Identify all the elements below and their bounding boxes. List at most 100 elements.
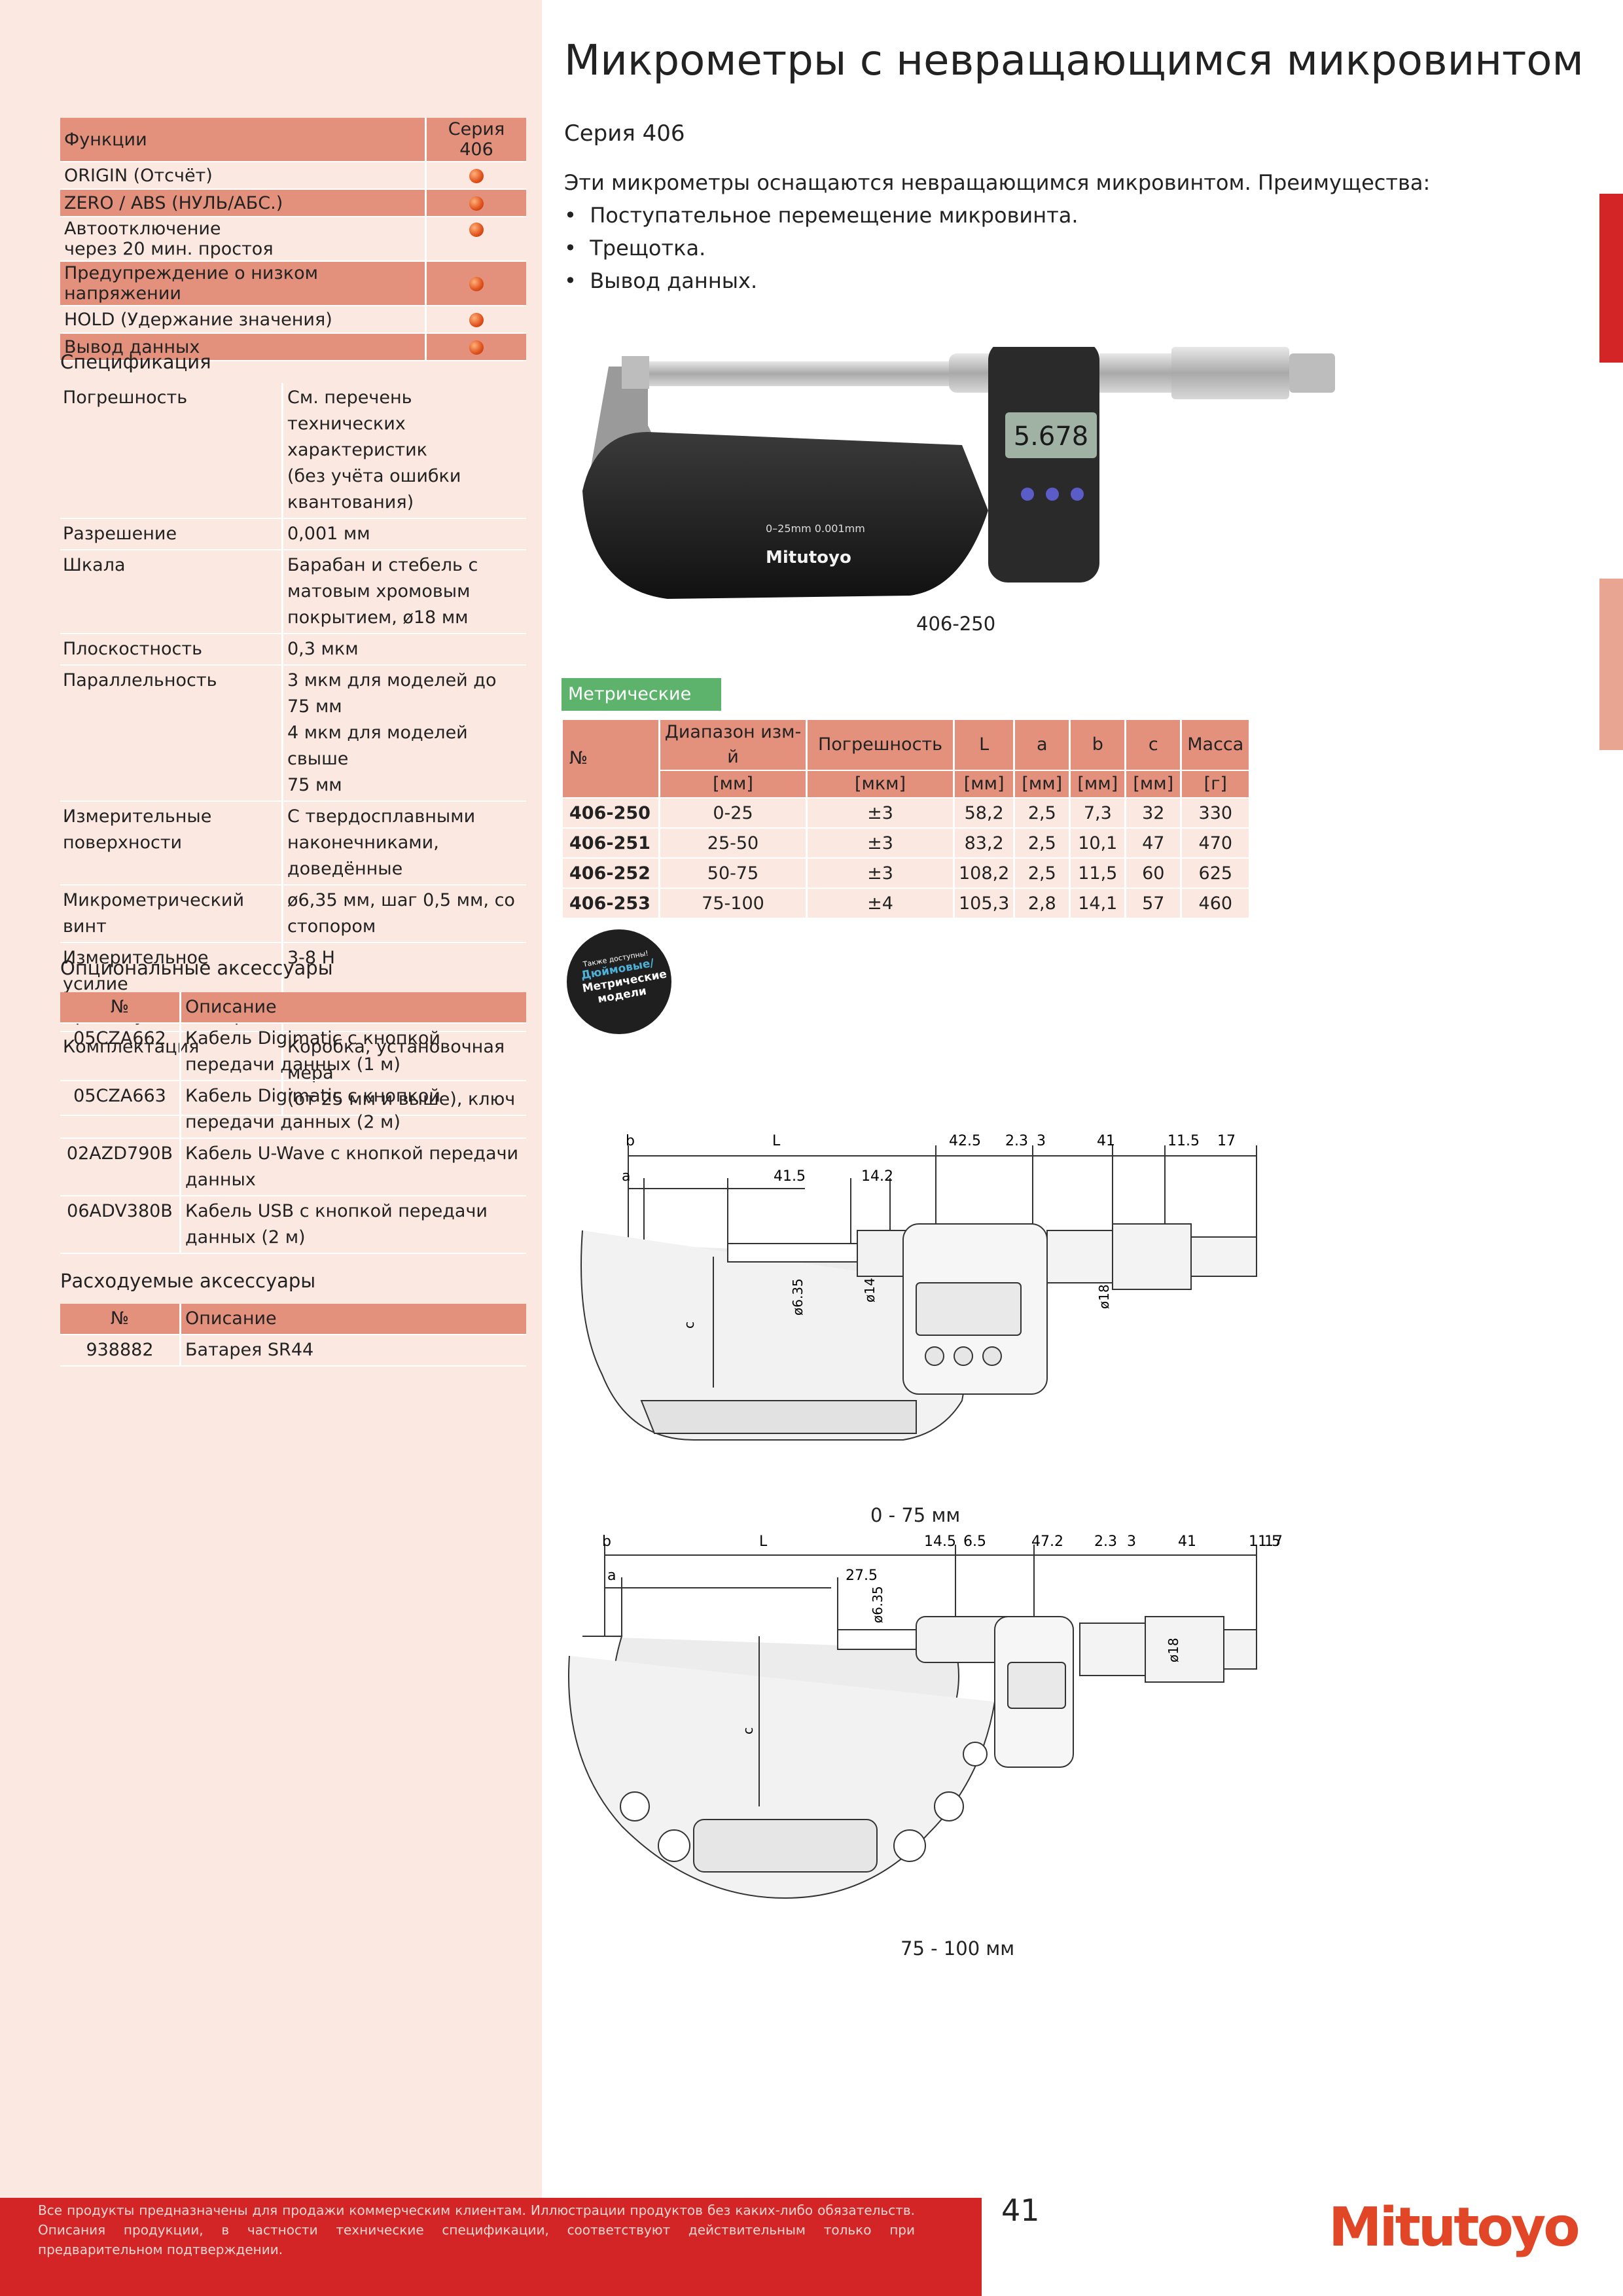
metric-unit-cell: [г] <box>1180 770 1249 798</box>
spec-value-line: ø6,35 мм, шаг 0,5 мм, со <box>287 890 515 910</box>
function-name: ZERO / ABS (НУЛЬ/АБС.) <box>60 189 426 217</box>
accessory-number: 05CZA663 <box>60 1081 181 1139</box>
metric-header-cell: Погрешность <box>806 720 954 771</box>
feature-dot-icon <box>469 222 484 237</box>
spec-value-line: покрытием, ø18 мм <box>287 607 469 628</box>
dim-label: 27.5 <box>846 1568 878 1584</box>
metric-header-cell: L <box>952 720 1014 771</box>
spec-value-line: См. перечень технических <box>287 387 412 434</box>
spec-key: Шкала <box>60 550 283 634</box>
metric-cell: ±3 <box>806 798 954 829</box>
metric-cell: 7,3 <box>1069 798 1126 829</box>
accessory-number: 938882 <box>60 1335 181 1367</box>
accessory-description: Кабель USB с кнопкой передачи данных (2 … <box>179 1196 526 1254</box>
functions-table-header: Функции Серия 406 <box>60 118 526 162</box>
metric-unit-cell: [мм] <box>1013 770 1070 798</box>
metric-cell: 83,2 <box>952 828 1014 859</box>
dim-label: L <box>772 1133 781 1149</box>
function-name-line1: Автоотключение <box>64 219 221 239</box>
series-label: Серия 406 <box>564 120 685 147</box>
feature-dot-icon <box>469 340 484 355</box>
feature-dot-icon <box>469 196 484 211</box>
metric-cell: ±4 <box>806 888 954 919</box>
dim-label: ø18 <box>1166 1638 1181 1662</box>
function-row: Предупреждение о низком напряжении <box>60 261 526 306</box>
dim-label: 47.2 <box>1031 1534 1063 1550</box>
spec-value-line: (без учёта ошибки <box>287 466 461 486</box>
dim-label: 2.3 <box>1005 1133 1028 1149</box>
dim-label: 11.5 <box>1168 1133 1200 1149</box>
dim-label: b <box>626 1133 635 1149</box>
description-bullet: • Трещотка. <box>564 236 706 260</box>
dim-label: ø18 <box>1096 1284 1112 1309</box>
zero-abs-button-icon <box>1046 488 1059 501</box>
dim-label: 3 <box>1037 1133 1046 1149</box>
function-name: HOLD (Удержание значения) <box>60 306 426 334</box>
metric-cell: 0-25 <box>658 798 807 829</box>
page-number: 41 <box>1001 2193 1040 2228</box>
dim-label: L <box>759 1534 768 1550</box>
dim-label: ø6.35 <box>870 1586 885 1623</box>
spec-key: Измерительное усилие <box>60 942 283 1001</box>
dim-label: ø14 <box>862 1278 878 1302</box>
brand-logo: Mitutoyo <box>1329 2197 1580 2259</box>
dim-label: b <box>602 1534 611 1550</box>
accessory-description: Батарея SR44 <box>179 1335 526 1367</box>
spec-key: Измерительные поверхности <box>60 801 283 886</box>
metric-cell: 470 <box>1180 828 1249 859</box>
function-row: HOLD (Удержание значения) <box>60 306 526 334</box>
frame-range-label: 0–25mm 0.001mm <box>766 522 865 535</box>
model-number: 406-252 <box>563 858 660 889</box>
spec-value: 0,3 мкм <box>281 634 526 666</box>
description-bullet: • Вывод данных. <box>564 268 758 293</box>
spec-key: Погрешность <box>60 383 283 519</box>
function-name: Вывод данных <box>60 333 426 361</box>
metric-unit-cell: [мм] <box>952 770 1014 798</box>
metric-cell: 75-100 <box>658 888 807 919</box>
metric-cell: 50-75 <box>658 858 807 889</box>
functions-header-name: Функции <box>60 118 426 162</box>
dim-label: 14.2 <box>861 1168 893 1185</box>
function-name-line2: через 20 мин. простоя <box>64 239 274 259</box>
spec-value-line: стопором <box>287 916 376 937</box>
metric-cell: 330 <box>1180 798 1249 829</box>
metric-header-cell: Диапазон изм-й <box>658 720 807 771</box>
metric-cell: 460 <box>1180 888 1249 919</box>
metric-cell: 2,5 <box>1013 798 1070 829</box>
spec-key: Микрометрический винт <box>60 885 283 943</box>
dim-label: c <box>740 1727 756 1734</box>
hold-button-icon <box>1071 488 1084 501</box>
consumable-accessories-title: Расходуемые аксессуары <box>60 1270 316 1292</box>
accessory-number: 02AZD790B <box>60 1138 181 1196</box>
metric-cell: 58,2 <box>952 798 1014 829</box>
header-number: № <box>60 1304 181 1335</box>
function-row: ZERO / ABS (НУЛЬ/АБС.) <box>60 189 526 217</box>
dim-label: 3 <box>1127 1534 1136 1550</box>
drawing2-caption: 75 - 100 мм <box>901 1937 1015 1960</box>
frame-brand: Mitutoyo <box>766 548 851 567</box>
functions-header-series: Серия 406 <box>425 118 526 162</box>
micrometer-photo: 5.678 0–25mm 0.001mm Mitutoyo <box>582 347 1335 599</box>
accessory-description: Кабель U-Wave с кнопкой передачи данных <box>179 1138 526 1196</box>
metric-cell: 2,5 <box>1013 828 1070 859</box>
metric-cell: 11,5 <box>1069 858 1126 889</box>
consumable-accessories-header: № Описание <box>60 1304 526 1335</box>
metric-unit-cell: [мм] <box>1124 770 1181 798</box>
spec-key: Параллельность <box>60 665 283 802</box>
feature-dot-icon <box>469 313 484 327</box>
optional-accessories-title: Опциональные аксессуары <box>60 957 333 979</box>
